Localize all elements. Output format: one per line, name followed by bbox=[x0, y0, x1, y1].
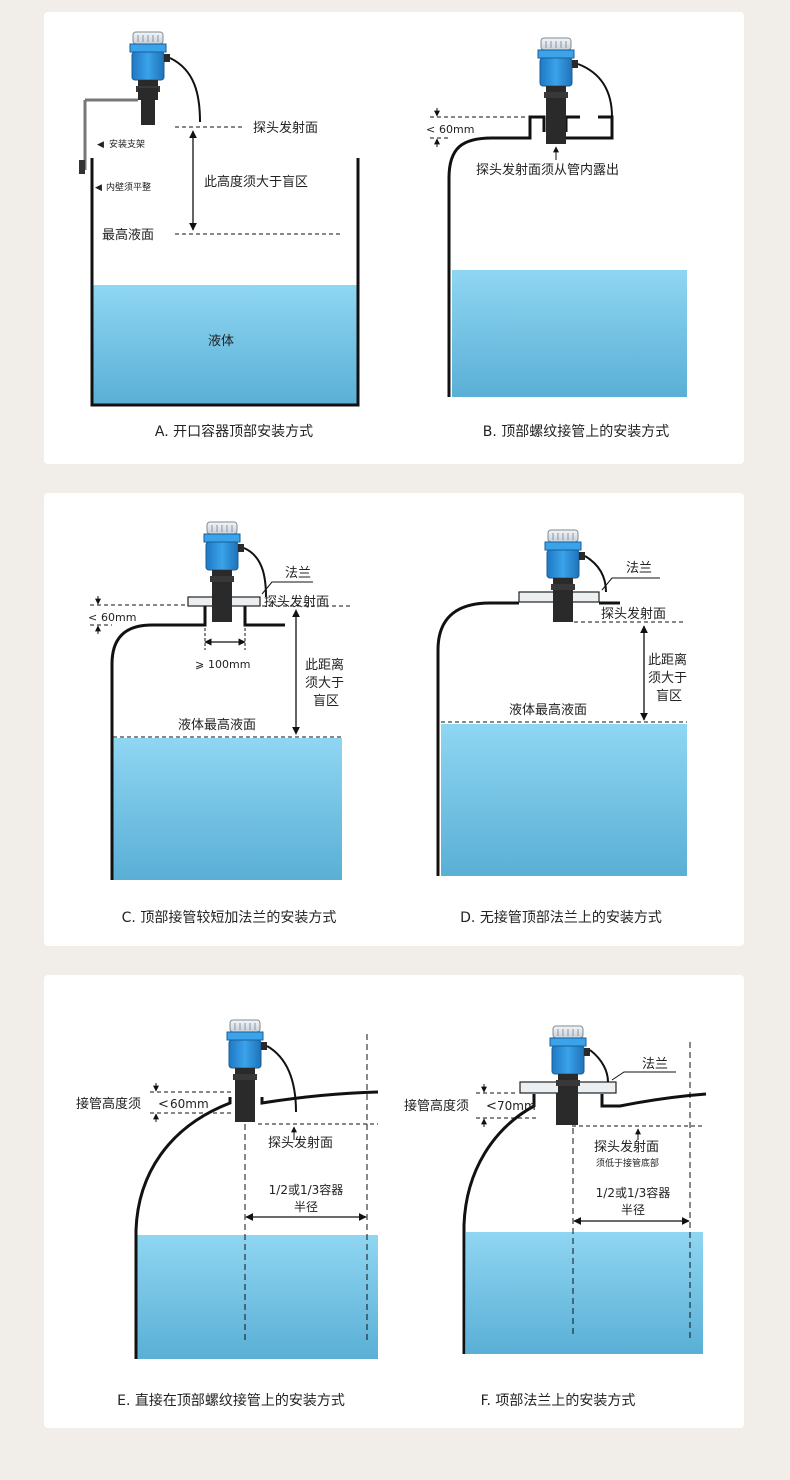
svg-text:此距离: 此距离 bbox=[305, 657, 344, 673]
label-liquid: 液体 bbox=[208, 334, 234, 349]
svg-text:◀: ◀ bbox=[97, 140, 104, 150]
label-flange: 法兰 bbox=[626, 561, 652, 576]
diagram-d: 法兰 探头发射面 此距离 须大于 盲区 液体最高液面 bbox=[436, 529, 687, 876]
label-flange: 法兰 bbox=[642, 1057, 668, 1072]
label-flange: 法兰 bbox=[285, 566, 311, 581]
label-max-level: 液体最高液面 bbox=[509, 702, 587, 718]
caption-c: C. 顶部接管较短加法兰的安装方式 bbox=[122, 909, 337, 926]
label-emit-face: 探头发射面 bbox=[253, 120, 318, 136]
label-bracket: 安装支架 bbox=[109, 138, 145, 150]
svg-text:⩾: ⩾ bbox=[195, 658, 204, 671]
liquid bbox=[466, 1232, 703, 1354]
label-height-note: 此高度须大于盲区 bbox=[204, 174, 308, 190]
svg-text:盲区: 盲区 bbox=[313, 693, 339, 709]
caption-f: F. 项部法兰上的安装方式 bbox=[481, 1393, 636, 1409]
label-pipe-height: 接管高度须 bbox=[76, 1096, 141, 1112]
svg-text:<: < bbox=[426, 123, 435, 136]
tank-wall bbox=[90, 158, 360, 407]
label-radius: 1/2或1/3容器 bbox=[596, 1185, 671, 1200]
liquid bbox=[92, 285, 358, 405]
caption-e: E. 直接在顶部螺纹接管上的安装方式 bbox=[117, 1392, 345, 1409]
diagram-b: < 60mm 探头发射面须从管内露出 bbox=[426, 37, 687, 397]
svg-text:须大于: 须大于 bbox=[648, 671, 687, 686]
label-70mm: 70mm bbox=[497, 1099, 536, 1113]
svg-text:◀: ◀ bbox=[95, 183, 102, 193]
svg-text:半径: 半径 bbox=[621, 1203, 645, 1217]
svg-text:<: < bbox=[486, 1099, 497, 1114]
label-max-level: 液体最高液面 bbox=[178, 717, 256, 733]
caption-d: D. 无接管顶部法兰上的安装方式 bbox=[460, 909, 662, 926]
liquid bbox=[452, 270, 687, 397]
diagram-f: 法兰 接管高度须 < 70mm 探头发射面 须低于接管底部 1/2或1/3容器 … bbox=[404, 1025, 707, 1354]
diagram-c: < 60mm ⩾ 100mm 法兰 探头发射面 此距离 须大于 盲区 液体最高液… bbox=[88, 521, 350, 880]
svg-text:盲区: 盲区 bbox=[656, 688, 682, 704]
svg-text:<: < bbox=[158, 1097, 169, 1112]
label-pipe-height: 接管高度须 bbox=[404, 1098, 469, 1114]
label-radius: 1/2或1/3容器 bbox=[269, 1182, 344, 1197]
svg-text:<: < bbox=[88, 611, 97, 624]
label-60mm: 60mm bbox=[170, 1097, 209, 1111]
label-60mm: 60mm bbox=[101, 611, 136, 624]
label-emit-face: 探头发射面 bbox=[264, 594, 329, 610]
mounting-bracket bbox=[83, 98, 138, 170]
label-below-pipe: 须低于接管底部 bbox=[596, 1157, 659, 1169]
label-emit-face: 探头发射面 bbox=[601, 606, 666, 622]
label-max-level: 最高液面 bbox=[102, 227, 154, 243]
label-wall: 内壁须平整 bbox=[106, 181, 151, 193]
caption-b: B. 顶部螺纹接管上的安装方式 bbox=[483, 423, 670, 440]
label-expose: 探头发射面须从管内露出 bbox=[476, 162, 619, 178]
diagram-e: 接管高度须 < 60mm 探头发射面 1/2或1/3容器 半径 bbox=[76, 1019, 379, 1359]
caption-a: A. 开口容器顶部安装方式 bbox=[155, 423, 313, 440]
svg-text:须大于: 须大于 bbox=[305, 676, 344, 691]
svg-text:半径: 半径 bbox=[294, 1200, 318, 1214]
svg-text:此距离: 此距离 bbox=[648, 652, 687, 668]
liquid bbox=[441, 724, 687, 876]
label-emit-face: 探头发射面 bbox=[268, 1135, 333, 1151]
label-100mm: 100mm bbox=[208, 658, 250, 671]
label-emit-face: 探头发射面 bbox=[594, 1139, 659, 1155]
liquid bbox=[137, 1235, 378, 1359]
diagram-a: 探头发射面 此高度须大于盲区 最高液面 液体 ◀ 安装支架 ◀ 内壁须平整 bbox=[79, 31, 360, 407]
label-60mm: 60mm bbox=[439, 123, 474, 136]
liquid bbox=[113, 738, 342, 880]
cable bbox=[169, 57, 201, 123]
